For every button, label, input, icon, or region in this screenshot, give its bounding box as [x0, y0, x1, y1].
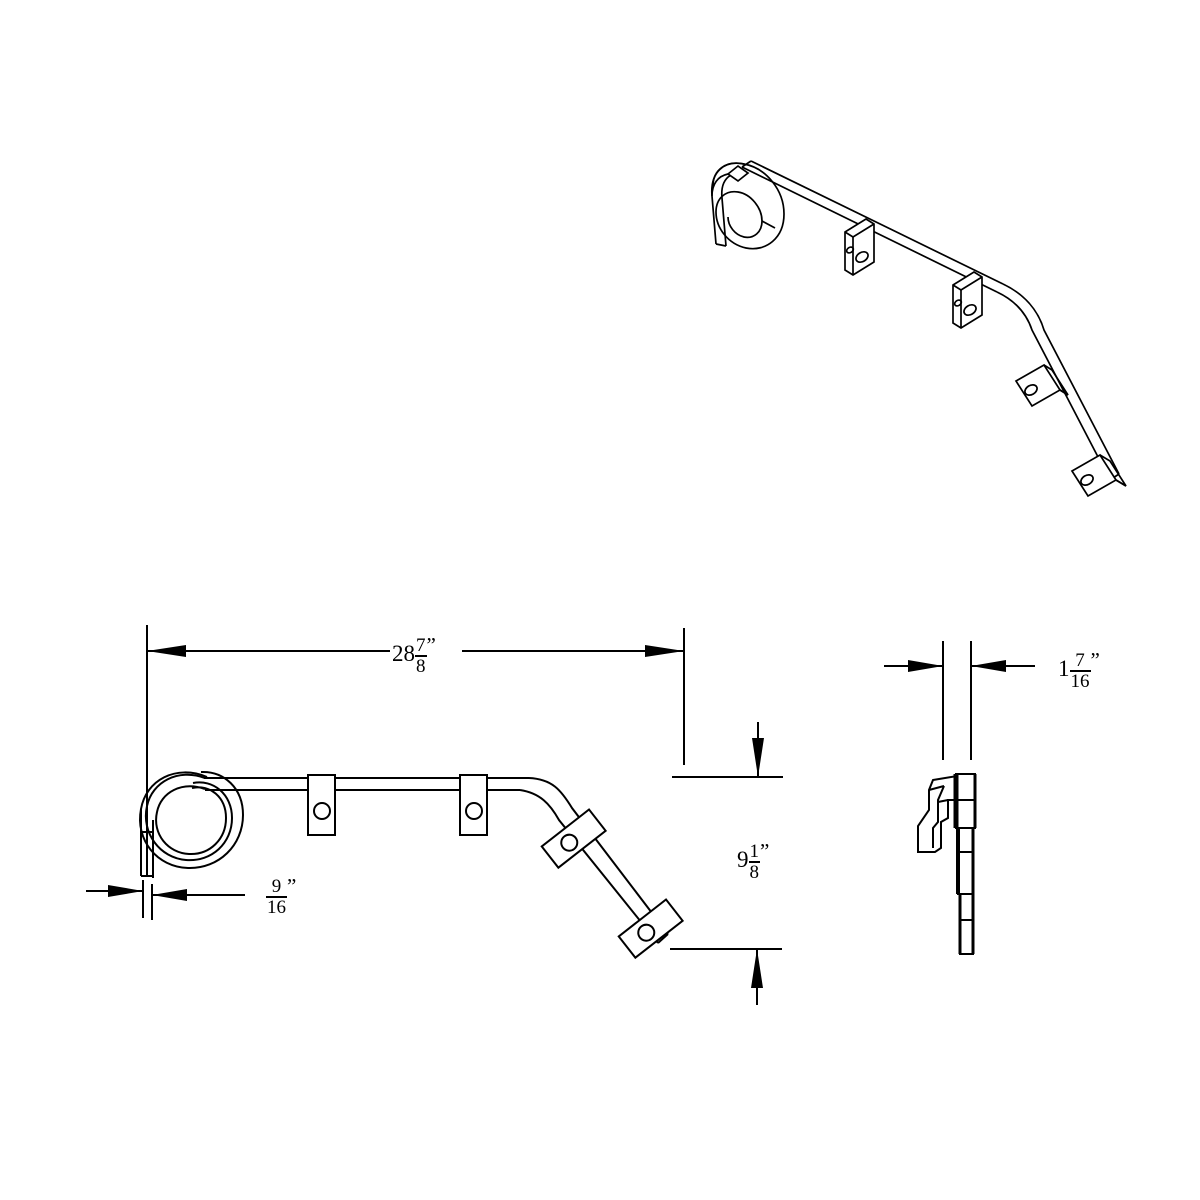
iso-bracket-2	[952, 270, 983, 330]
overall-height-denominator: 8	[748, 861, 760, 884]
overall-height-whole: 9	[737, 847, 749, 873]
overall-length-whole: 28	[392, 641, 415, 667]
overall-length-denominator: 8	[415, 655, 427, 678]
bracket-depth-denominator: 16	[1069, 670, 1091, 693]
front-scroll-end	[139, 770, 245, 878]
front-bracket-1	[307, 774, 336, 836]
overall-length-dimension	[146, 625, 685, 875]
overall-height-numerator: 1	[749, 841, 760, 862]
iso-scroll-end	[711, 162, 785, 250]
front-bracket-3	[540, 808, 608, 870]
overall-length-unit: ”	[426, 633, 436, 657]
bar-thickness-numerator: 9	[271, 876, 282, 897]
iso-bracket-3	[1014, 363, 1069, 408]
bracket-depth-whole: 1	[1058, 656, 1070, 682]
bar-thickness-denominator: 16	[266, 896, 287, 919]
bar-thickness-dimension	[86, 880, 245, 920]
bracket-depth-unit: ”	[1090, 648, 1100, 672]
overall-length-numerator: 7	[416, 635, 426, 656]
bar-thickness-unit: ”	[287, 874, 297, 898]
iso-rail-lower	[996, 283, 1120, 481]
bracket-depth-dimension	[884, 641, 1035, 760]
iso-bracket-4	[1070, 453, 1127, 498]
front-bracket-4	[617, 898, 685, 960]
front-bracket-2	[459, 774, 488, 836]
bracket-depth-numerator: 7	[1075, 650, 1085, 671]
overall-height-unit: ”	[760, 839, 770, 863]
side-elevation-view	[917, 773, 977, 955]
front-rail-sloped	[519, 777, 669, 944]
iso-bracket-1	[844, 217, 875, 277]
overall-height-dimension	[670, 722, 783, 1005]
isometric-view	[711, 160, 1127, 498]
front-elevation-view	[139, 770, 685, 960]
